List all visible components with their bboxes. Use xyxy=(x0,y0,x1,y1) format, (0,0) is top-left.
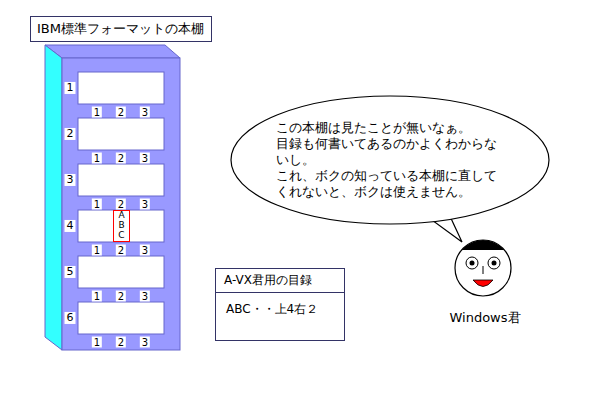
slot-number: 3 xyxy=(140,153,150,164)
shelf-number: 5 xyxy=(65,266,76,278)
shelf-number: 2 xyxy=(65,128,76,140)
shelf-front xyxy=(62,58,180,350)
bubble-text: 目録も何書いてあるのかよくわからないし。 xyxy=(276,136,504,168)
slot-number: 3 xyxy=(140,245,150,256)
slot-number: 2 xyxy=(116,291,126,302)
slot-number: 2 xyxy=(116,337,126,348)
title-box: IBM標準フォーマットの本棚 xyxy=(30,16,212,42)
shelf-compartment xyxy=(78,210,164,242)
shelf-compartments xyxy=(78,72,164,334)
shelf-side xyxy=(45,45,62,350)
slot-number: 1 xyxy=(92,153,102,164)
slot-number: 1 xyxy=(92,199,102,210)
shelf-compartment xyxy=(78,256,164,288)
shelf-number: 4 xyxy=(65,220,76,232)
bubble-ellipse xyxy=(231,96,549,224)
title-text: IBM標準フォーマットの本棚 xyxy=(37,20,205,38)
shelf-number: 1 xyxy=(65,82,76,94)
face-eye xyxy=(466,257,478,269)
character-name: Windows君 xyxy=(449,311,520,325)
shelf-number: 6 xyxy=(65,312,76,324)
slot-number: 3 xyxy=(140,337,150,348)
catalog-heading: A-VX君用の目録 xyxy=(216,269,344,293)
slot-number: 2 xyxy=(116,245,126,256)
shelf-top xyxy=(45,45,180,58)
slot-number: 3 xyxy=(140,107,150,118)
book-box: ABC xyxy=(113,210,130,242)
shelf-compartment xyxy=(78,72,164,104)
catalog-box: A-VX君用の目録ABC・・上4右２ xyxy=(215,268,345,341)
book-text: ABC xyxy=(117,211,126,241)
slot-number: 3 xyxy=(140,199,150,210)
catalog-entry: ABC・・上4右２ xyxy=(216,293,344,340)
face-pupil xyxy=(470,261,475,266)
bookshelf xyxy=(45,45,180,350)
shelf-number: 3 xyxy=(65,174,76,186)
slot-number: 1 xyxy=(92,245,102,256)
slot-number: 1 xyxy=(92,337,102,348)
face-mouth xyxy=(473,280,493,287)
face-pupil xyxy=(492,261,497,266)
slot-number: 1 xyxy=(92,107,102,118)
face-nose xyxy=(483,266,484,274)
bubble-text: この本棚は見たことが無いなぁ。 xyxy=(276,120,504,136)
windows-face xyxy=(455,240,511,296)
face-head xyxy=(455,240,511,296)
shelf-compartment xyxy=(78,118,164,150)
shelf-compartment xyxy=(78,302,164,334)
face-eye xyxy=(488,257,500,269)
bubble-text: これ、ボクの知っている本棚に直してくれないと、ボクは使えません。 xyxy=(276,168,504,200)
slot-number: 3 xyxy=(140,291,150,302)
shelf-compartment xyxy=(78,164,164,196)
slot-number: 2 xyxy=(116,107,126,118)
face-hair xyxy=(462,240,505,250)
slot-number: 2 xyxy=(116,153,126,164)
slot-number: 1 xyxy=(92,291,102,302)
slot-number: 2 xyxy=(116,199,126,210)
speech-bubble: この本棚は見たことが無いなぁ。目録も何書いてあるのかよくわからないし。これ、ボク… xyxy=(230,95,550,225)
